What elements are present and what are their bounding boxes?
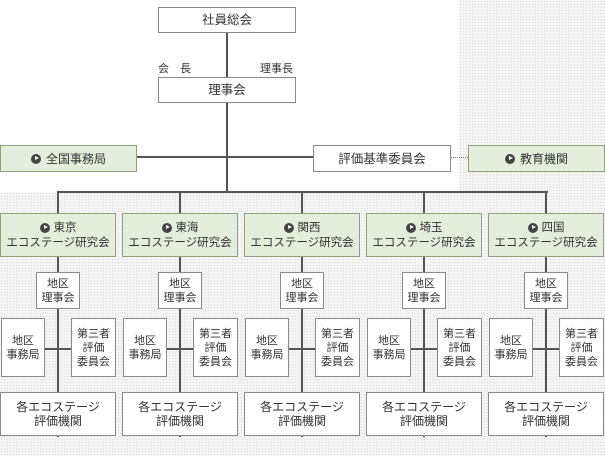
evaluation-orgs-label: 各エコステージ 評価機関 [16,400,100,428]
national-office-box[interactable]: 全国事務局 [0,145,137,172]
evaluation-orgs-label: 各エコステージ 評価機関 [138,400,222,428]
third-party-committee-label: 第三者 評価 委員会 [443,326,476,368]
region-society-box[interactable]: 埼玉エコステージ研究会 [366,213,482,257]
arrow-bullet-icon [39,222,50,233]
arrow-bullet-icon [405,222,416,233]
evaluation-orgs-box: 各エコステージ 評価機関 [366,392,482,436]
region-name: 東海 [175,220,199,234]
regional-office-label: 地区 事務局 [250,333,284,361]
regional-board-box: 地区 理事会 [158,272,202,309]
evaluation-committee-box: 評価基準委員会 [313,145,451,172]
connector [403,348,445,350]
region-society-box[interactable]: 東京エコステージ研究会 [0,213,116,257]
regional-office-box: 地区 事務局 [489,318,533,377]
connector [545,191,547,437]
regional-office-box: 地区 事務局 [123,318,167,377]
region-name: 四国 [541,220,565,234]
third-party-committee-label: 第三者 評価 委員会 [565,326,598,368]
third-party-committee-box: 第三者 評価 委員会 [193,318,238,377]
region-name: 関西 [297,220,321,234]
arrow-bullet-icon [504,153,515,164]
connector [281,348,323,350]
board-label: 理事会 [208,82,246,97]
region-society-box[interactable]: 関西エコステージ研究会 [244,213,360,257]
evaluation-orgs-box: 各エコステージ 評価機関 [488,392,604,436]
connector [179,191,181,437]
arrow-bullet-icon [30,153,41,164]
regional-board-label: 地区 理事会 [529,276,563,304]
regional-office-label: 地区 事務局 [372,333,406,361]
regional-board-box: 地区 理事会 [280,272,324,309]
connector [423,191,425,437]
general-meeting-box: 社員総会 [158,7,296,33]
regional-board-label: 地区 理事会 [163,276,197,304]
regional-board-box: 地区 理事会 [402,272,446,309]
regional-office-label: 地区 事務局 [128,333,162,361]
region-society-box[interactable]: 東海エコステージ研究会 [122,213,238,257]
board-box: 理事会 [158,77,296,103]
evaluation-orgs-label: 各エコステージ 評価機関 [504,400,588,428]
regional-board-label: 地区 理事会 [407,276,441,304]
dotted-connector [451,157,468,158]
arrow-bullet-icon [161,222,172,233]
connector [37,348,79,350]
regional-board-box: 地区 理事会 [36,272,80,309]
evaluation-orgs-box: 各エコステージ 評価機関 [122,392,238,436]
regional-board-label: 地区 理事会 [41,276,75,304]
evaluation-orgs-box: 各エコステージ 評価機関 [0,392,116,436]
region-society-box[interactable]: 四国エコステージ研究会 [488,213,604,257]
third-party-committee-box: 第三者 評価 委員会 [437,318,482,377]
regional-board-label: 地区 理事会 [285,276,319,304]
third-party-committee-box: 第三者 評価 委員会 [559,318,604,377]
general-meeting-label: 社員総会 [201,12,252,27]
evaluation-orgs-label: 各エコステージ 評価機関 [382,400,466,428]
national-office-label: 全国事務局 [45,151,106,166]
chairman-label: 会 長 [158,62,191,75]
evaluation-orgs-box: 各エコステージ 評価機関 [244,392,360,436]
connector [159,348,201,350]
region-name: 埼玉 [419,220,443,234]
region-society-label: エコステージ研究会 [128,235,232,249]
regional-office-box: 地区 事務局 [1,318,45,377]
regional-office-label: 地区 事務局 [494,333,528,361]
region-society-label: エコステージ研究会 [494,235,598,249]
connector [57,191,59,437]
education-institution-box[interactable]: 教育機関 [468,145,605,172]
regional-office-box: 地区 事務局 [245,318,289,377]
third-party-committee-label: 第三者 評価 委員会 [199,326,232,368]
regional-office-label: 地区 事務局 [6,333,40,361]
regional-board-box: 地区 理事会 [524,272,568,309]
arrow-bullet-icon [527,222,538,233]
regional-office-box: 地区 事務局 [367,318,411,377]
third-party-committee-box: 第三者 評価 委員会 [71,318,116,377]
third-party-committee-label: 第三者 評価 委員会 [77,326,110,368]
arrow-bullet-icon [283,222,294,233]
region-society-label: エコステージ研究会 [372,235,476,249]
region-society-label: エコステージ研究会 [250,235,354,249]
region-society-label: エコステージ研究会 [6,235,110,249]
education-institution-label: 教育機関 [519,151,568,166]
region-name: 東京 [53,220,77,234]
evaluation-orgs-label: 各エコステージ 評価機関 [260,400,344,428]
third-party-committee-label: 第三者 評価 委員会 [321,326,354,368]
connector [226,32,228,77]
third-party-committee-box: 第三者 評価 委員会 [315,318,360,377]
evaluation-committee-label: 評価基準委員会 [338,150,426,166]
connector [137,156,313,158]
director-chief-label: 理事長 [260,62,293,75]
connector [226,102,228,192]
connector [525,348,567,350]
connector [301,191,303,437]
